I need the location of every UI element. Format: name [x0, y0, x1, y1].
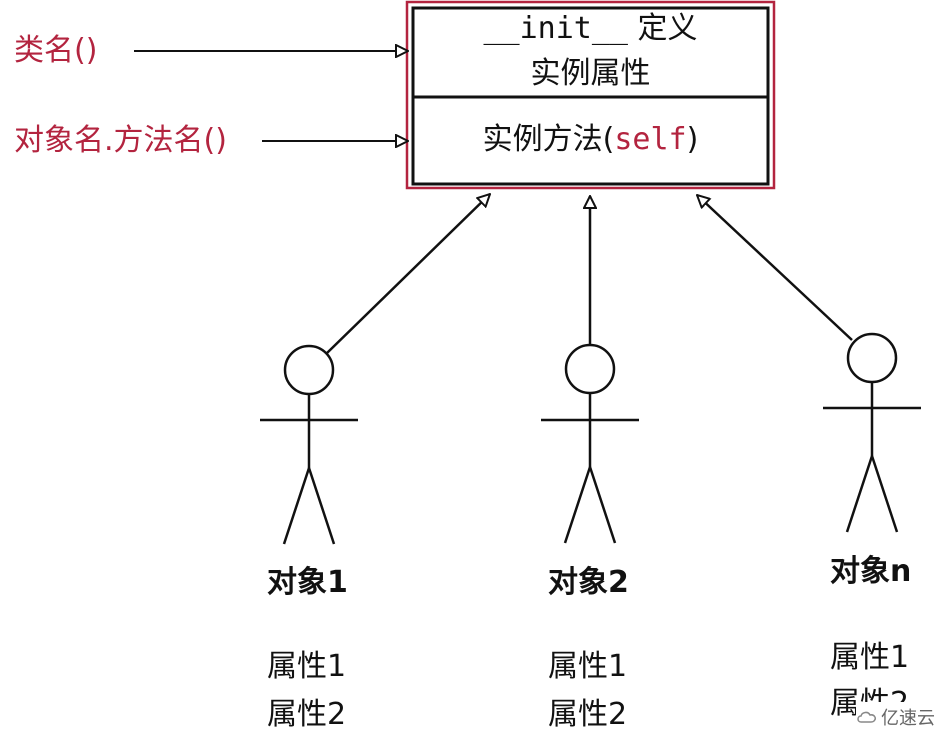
- arrow-object-n: [697, 195, 853, 341]
- self-param: self: [614, 122, 687, 157]
- method-call-label: 对象名.方法名(): [14, 123, 227, 158]
- object-1-name: 对象1: [267, 565, 348, 600]
- object-1-attr-1: 属性1: [267, 649, 347, 684]
- method-prefix: 实例方法(: [482, 122, 615, 157]
- object-n-name: 对象n: [830, 554, 912, 589]
- object-2-attr-1: 属性1: [548, 649, 628, 684]
- object-2-attr-2: 属性2: [548, 697, 628, 732]
- watermark: 亿速云: [856, 702, 940, 732]
- instance-attributes-label: 实例属性: [530, 56, 651, 91]
- init-suffix: 定义: [627, 11, 698, 46]
- init-method-name: __init__: [483, 11, 628, 46]
- object-1-attr-2: 属性2: [267, 697, 347, 732]
- class-name-label: 类名(): [14, 33, 98, 68]
- watermark-text: 亿速云: [881, 708, 935, 729]
- object-1-figure-icon: [260, 344, 358, 545]
- method-suffix: ): [686, 122, 699, 157]
- object-2-name: 对象2: [548, 565, 629, 600]
- object-2-figure-icon: [541, 343, 639, 544]
- object-n-figure-icon: [823, 332, 921, 533]
- cloud-logo-icon: [857, 711, 876, 723]
- instance-method-line: 实例方法(self): [413, 125, 768, 155]
- object-n-attr-1: 属性1: [830, 640, 910, 675]
- arrow-object-1: [326, 194, 490, 354]
- init-definition-line: __init__ 定义: [413, 14, 768, 44]
- class-box-outer-border: [405, 0, 776, 190]
